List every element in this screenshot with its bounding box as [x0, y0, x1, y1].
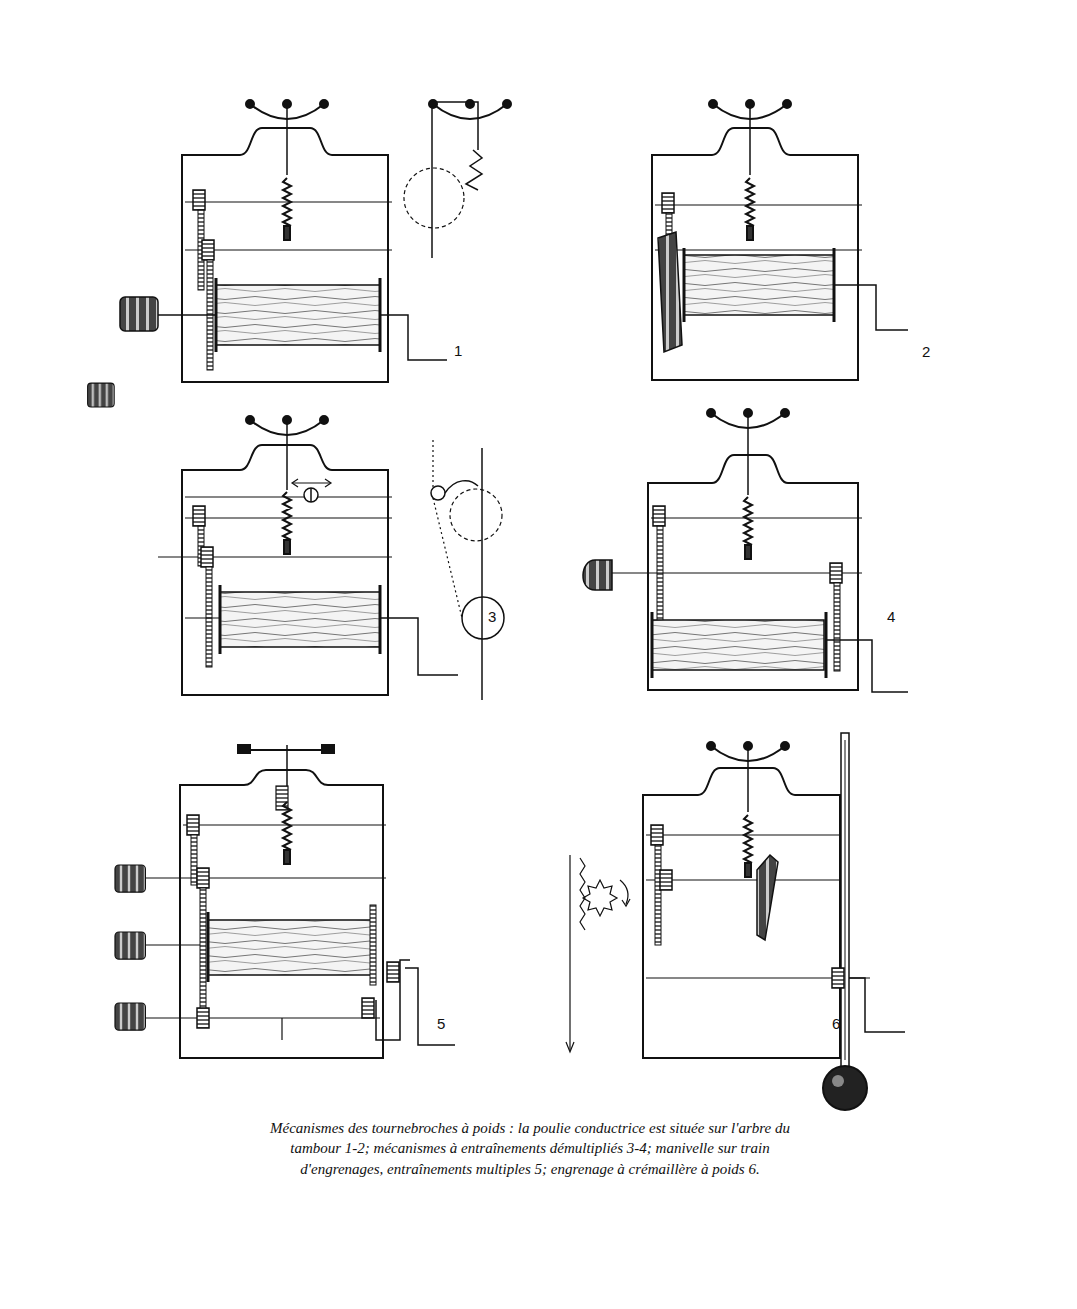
mechanism-6 [566, 733, 905, 1110]
mechanism-1 [120, 100, 511, 382]
mechanism-2 [652, 100, 908, 380]
mechanism-5 [115, 745, 455, 1058]
mechanism-4 [583, 409, 908, 692]
figure-caption: Mécanismes des tournebroches à poids : l… [270, 1118, 790, 1179]
callout-number: 3 [488, 608, 496, 625]
callout-number: 5 [437, 1015, 445, 1032]
callout-number: 2 [922, 343, 930, 360]
callout-number: 4 [887, 608, 895, 625]
callout-number: 6 [832, 1015, 840, 1032]
callout-number: 1 [454, 342, 462, 359]
mechanism-3 [88, 383, 504, 700]
